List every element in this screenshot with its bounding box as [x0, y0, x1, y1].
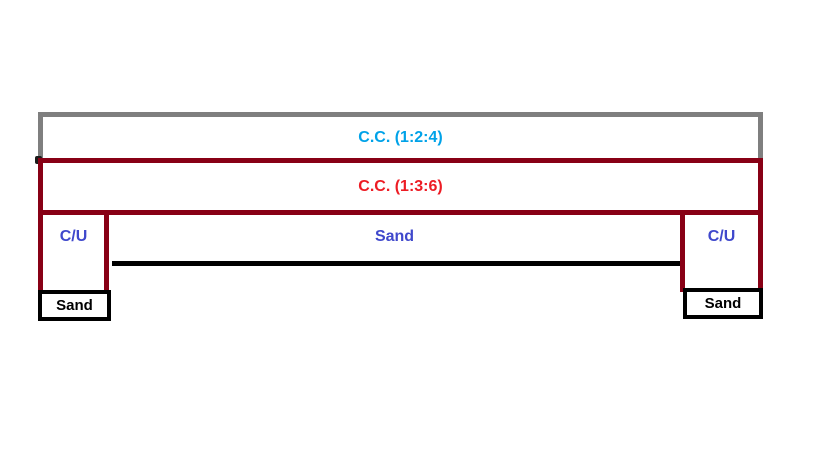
compacted-sand-line [112, 261, 680, 266]
right-column-label: C/U [707, 228, 736, 245]
right-wall-inner-line [680, 215, 685, 292]
right-footing-box: Sand [683, 288, 763, 319]
right-footing-label: Sand [704, 295, 742, 312]
sand-fill-label: Sand [374, 228, 415, 245]
middle-concrete-label: C.C. (1:3:6) [358, 177, 443, 195]
right-wall-outer-line [758, 215, 763, 292]
top-concrete-label: C.C. (1:2:4) [358, 128, 443, 146]
middle-concrete-layer: C.C. (1:3:6) [38, 158, 763, 215]
left-wall-outer-line [38, 215, 43, 292]
left-wall-inner-line [104, 215, 109, 292]
left-column-label: C/U [59, 228, 88, 245]
left-footing-label: Sand [56, 297, 93, 314]
left-footing-box: Sand [38, 290, 111, 321]
top-concrete-layer: C.C. (1:2:4) [38, 112, 763, 158]
